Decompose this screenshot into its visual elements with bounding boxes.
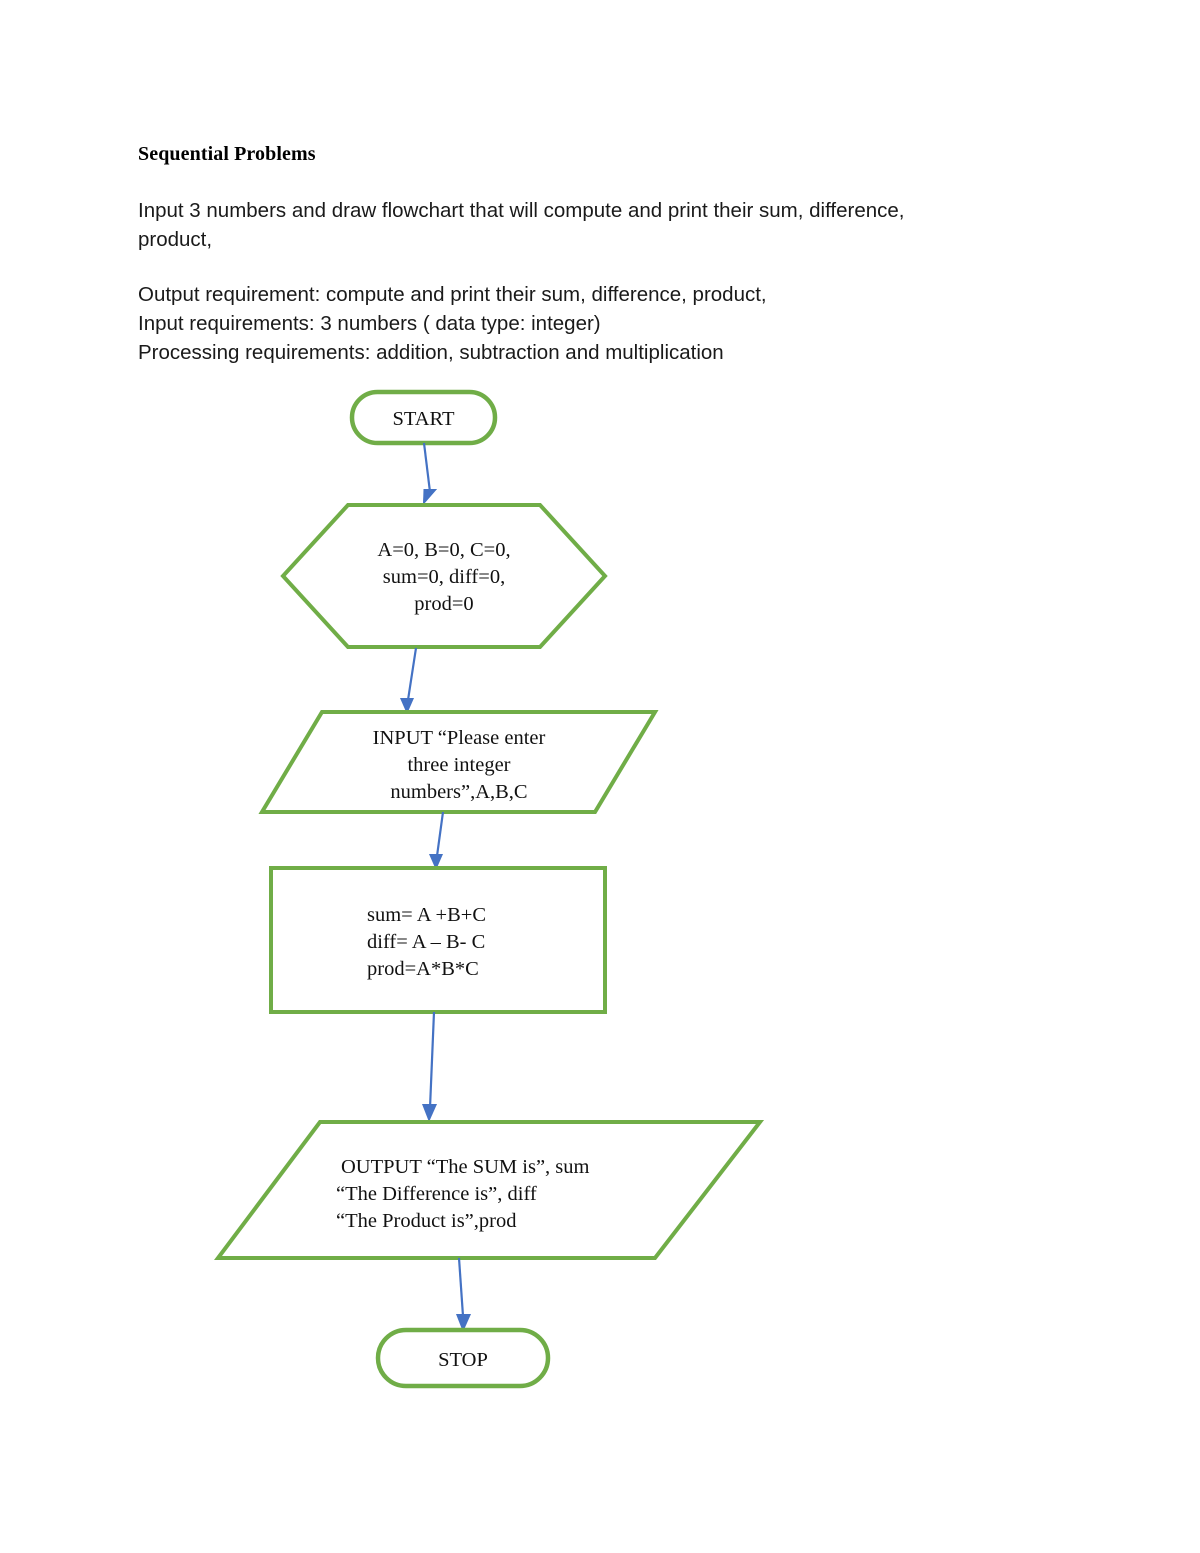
input-line-1: INPUT “Please enter [373, 727, 546, 749]
flow-node-output: OUTPUT “The SUM is”, sum “The Difference… [214, 1120, 765, 1260]
process-line-3: prod=A*B*C [367, 958, 479, 980]
connector-output-to-stop [456, 1257, 471, 1332]
start-terminator-shape [349, 389, 498, 446]
output-line-1: OUTPUT “The SUM is”, sum [341, 1156, 590, 1178]
init-line-3: prod=0 [414, 593, 473, 615]
output-line-3: “The Product is”,prod [336, 1210, 516, 1232]
intro-line-1: Input 3 numbers and draw flowchart that … [138, 199, 905, 222]
requirement-processing: Processing requirements: addition, subtr… [138, 341, 724, 364]
process-line-1: sum= A +B+C [367, 904, 486, 926]
connector-start-to-init [422, 442, 437, 505]
flow-node-init: A=0, B=0, C=0, sum=0, diff=0, prod=0 [280, 503, 608, 649]
stop-terminator-shape [375, 1327, 551, 1389]
init-line-1: A=0, B=0, C=0, [377, 539, 510, 561]
flow-node-start: START [349, 389, 498, 446]
stop-label: STOP [438, 1349, 488, 1371]
page-title: Sequential Problems [138, 143, 316, 165]
connector-init-to-input [400, 647, 418, 714]
output-line-2: “The Difference is”, diff [336, 1183, 537, 1205]
process-line-2: diff= A – B- C [367, 931, 485, 953]
flow-node-process: sum= A +B+C diff= A – B- C prod=A*B*C [269, 866, 607, 1014]
flow-node-stop: STOP [375, 1327, 551, 1389]
preparation-hexagon-shape [280, 503, 608, 649]
output-parallelogram-shape [214, 1120, 765, 1260]
intro-paragraph: Input 3 numbers and draw flowchart that … [138, 196, 1038, 254]
input-line-3: numbers”,A,B,C [390, 781, 527, 803]
intro-line-2: product, [138, 228, 213, 251]
init-line-2: sum=0, diff=0, [383, 566, 505, 588]
connector-process-to-output [422, 1011, 437, 1122]
process-rectangle-shape [269, 866, 607, 1014]
requirements-paragraph: Output requirement: compute and print th… [138, 280, 1038, 367]
input-parallelogram-shape [258, 710, 659, 814]
flow-node-input: INPUT “Please enter three integer number… [258, 710, 659, 814]
connector-input-to-process [429, 811, 445, 870]
requirement-input: Input requirements: 3 numbers ( data typ… [138, 312, 601, 335]
requirement-output: Output requirement: compute and print th… [138, 283, 767, 306]
start-label: START [392, 408, 455, 430]
input-line-2: three integer [407, 754, 510, 776]
